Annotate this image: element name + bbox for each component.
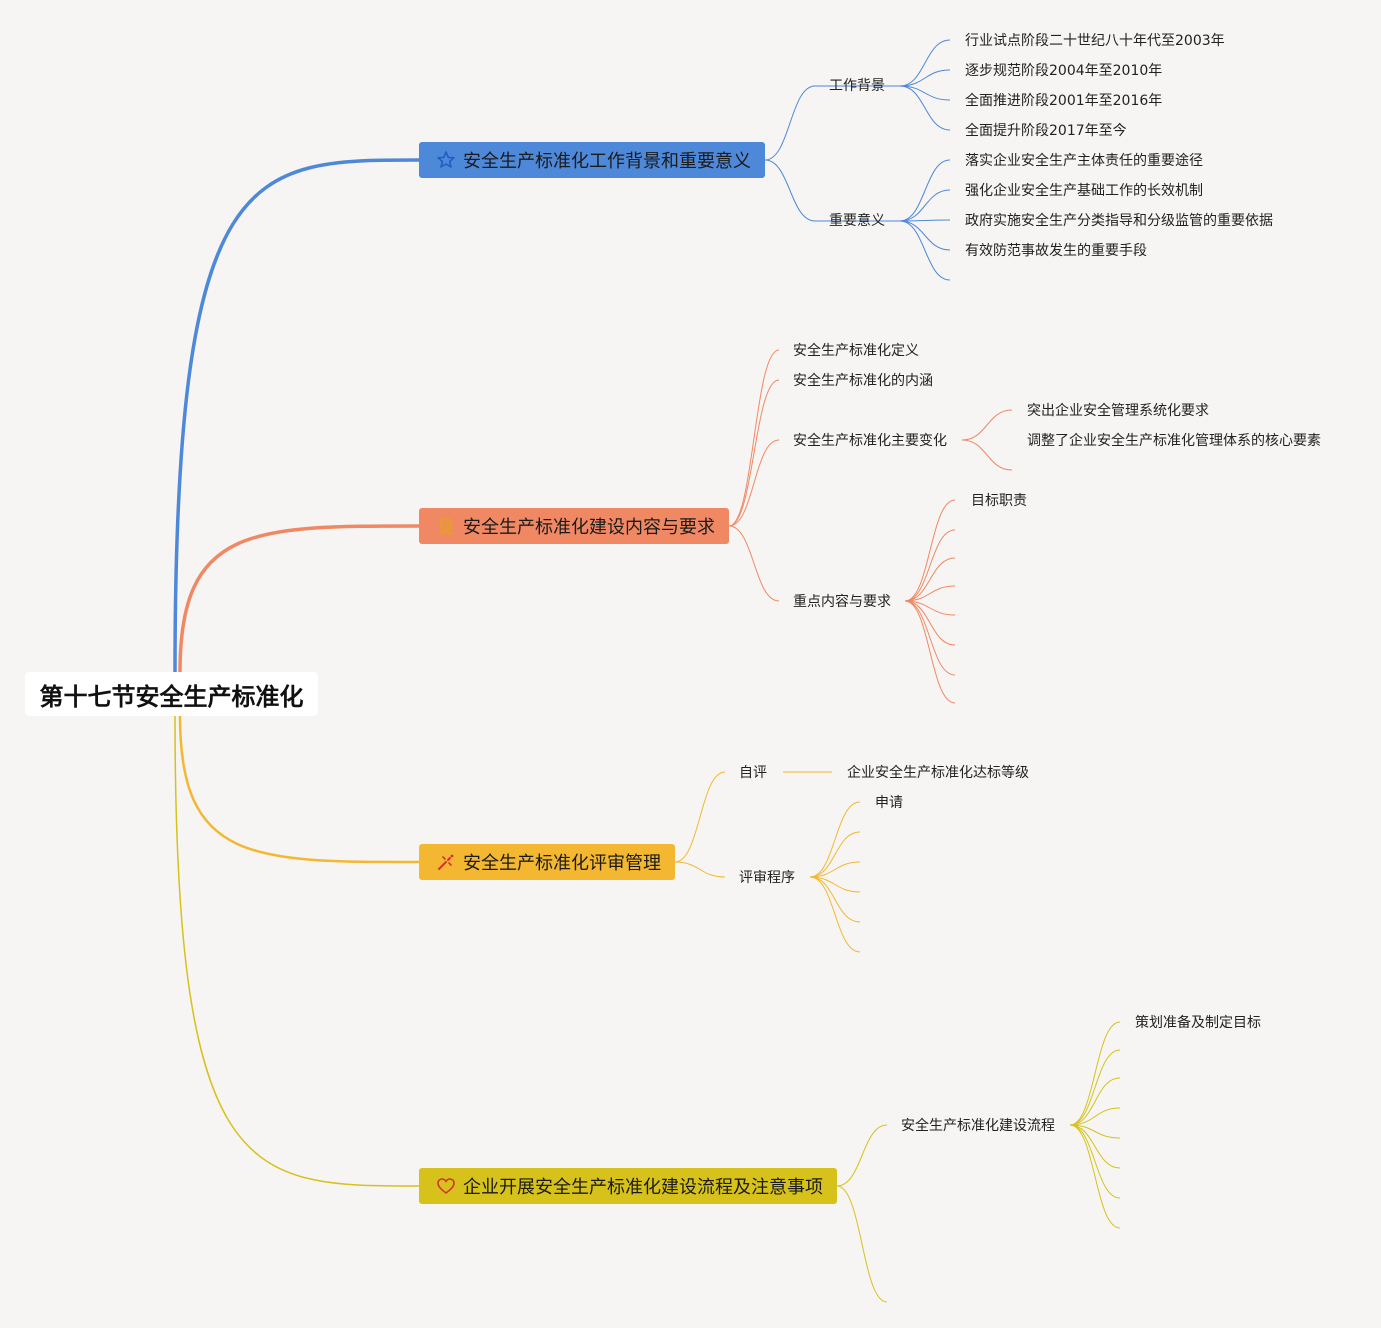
branch-label: 企业开展安全生产标准化建设流程及注意事项 xyxy=(463,1177,823,1198)
root-connector-line xyxy=(178,715,420,864)
topic-definition[interactable]: 安全生产标准化定义 xyxy=(793,343,919,359)
topic-key-requirements[interactable]: 重点内容与要求 xyxy=(793,594,891,610)
connector-line xyxy=(728,349,780,527)
connector-line xyxy=(1069,1124,1121,1199)
connector-line xyxy=(899,69,951,87)
heart-icon xyxy=(435,1175,457,1197)
connector-line xyxy=(1069,1107,1121,1126)
root-connector-line xyxy=(173,158,420,673)
leaf-topic[interactable]: 行业试点阶段二十世纪八十年代至2003年 xyxy=(965,33,1225,49)
connector-line xyxy=(728,525,780,602)
topic-review-procedure[interactable]: 评审程序 xyxy=(739,870,795,886)
topic-self-evaluation[interactable]: 自评 xyxy=(739,765,767,781)
connector-line xyxy=(904,600,956,676)
tools-icon xyxy=(435,851,457,873)
connector-line xyxy=(899,219,951,222)
root-connector-line xyxy=(174,715,420,1187)
connector-line xyxy=(809,831,861,878)
connector-line xyxy=(904,600,956,646)
connector-line xyxy=(674,771,726,863)
connector-line xyxy=(899,220,951,251)
connector-line xyxy=(904,600,956,704)
connector-line xyxy=(899,85,951,131)
connector-line xyxy=(1069,1124,1121,1169)
branch-label: 安全生产标准化工作背景和重要意义 xyxy=(463,151,751,172)
connector-line xyxy=(904,529,956,602)
connector-line xyxy=(728,379,780,527)
connector-line xyxy=(728,439,780,527)
topic-construction-process[interactable]: 安全生产标准化建设流程 xyxy=(901,1118,1055,1134)
leaf-topic[interactable]: 策划准备及制定目标 xyxy=(1135,1015,1261,1031)
topic-main-changes[interactable]: 安全生产标准化主要变化 xyxy=(793,433,947,449)
leaf-topic[interactable]: 突出企业安全管理系统化要求 xyxy=(1027,403,1209,419)
connector-line xyxy=(899,39,951,87)
connector-line xyxy=(1069,1021,1121,1126)
leaf-topic[interactable]: 全面推进阶段2001年至2016年 xyxy=(965,93,1163,109)
star-icon xyxy=(435,149,457,171)
branch-review-management[interactable]: 安全生产标准化评审管理 xyxy=(419,844,675,880)
award-icon xyxy=(435,515,457,537)
connector-line xyxy=(904,585,956,602)
connector-line xyxy=(836,1124,888,1187)
leaf-topic[interactable]: 落实企业安全生产主体责任的重要途径 xyxy=(965,153,1203,169)
leaf-topic[interactable]: 强化企业安全生产基础工作的长效机制 xyxy=(965,183,1203,199)
connector-line xyxy=(809,876,861,893)
connector-line xyxy=(899,85,951,101)
leaf-topic[interactable]: 政府实施安全生产分类指导和分级监管的重要依据 xyxy=(965,213,1273,229)
branch-background-significance[interactable]: 安全生产标准化工作背景和重要意义 xyxy=(419,142,765,178)
branch-process-notes[interactable]: 企业开展安全生产标准化建设流程及注意事项 xyxy=(419,1168,837,1204)
connector-line xyxy=(899,159,951,222)
topic-significance[interactable]: 重要意义 xyxy=(829,213,885,229)
connector-line xyxy=(904,499,956,602)
connector-line xyxy=(961,409,1013,441)
leaf-topic[interactable]: 申请 xyxy=(875,795,903,811)
connector-line xyxy=(836,1185,888,1303)
branch-label: 安全生产标准化建设内容与要求 xyxy=(463,517,715,538)
connector-line xyxy=(899,220,951,281)
leaf-topic[interactable]: 调整了企业安全生产标准化管理体系的核心要素 xyxy=(1027,433,1321,449)
connector-line xyxy=(764,85,816,161)
connector-line xyxy=(1069,1077,1121,1126)
connector-line xyxy=(809,861,861,878)
topic-work-background[interactable]: 工作背景 xyxy=(829,78,885,94)
connector-line xyxy=(899,189,951,222)
connector-line xyxy=(1069,1049,1121,1126)
connector-line xyxy=(809,801,861,878)
branch-label: 安全生产标准化评审管理 xyxy=(463,853,661,874)
connector-line xyxy=(961,439,1013,471)
leaf-topic[interactable]: 全面提升阶段2017年至今 xyxy=(965,123,1127,139)
topic-connotation[interactable]: 安全生产标准化的内涵 xyxy=(793,373,933,389)
leaf-topic[interactable]: 目标职责 xyxy=(971,493,1027,509)
root-connector-line xyxy=(178,524,420,673)
connector-line xyxy=(1069,1124,1121,1229)
connector-line xyxy=(809,876,861,953)
connector-line xyxy=(764,159,816,222)
branch-content-requirements[interactable]: 安全生产标准化建设内容与要求 xyxy=(419,508,729,544)
connector-line xyxy=(904,557,956,602)
leaf-topic[interactable]: 有效防范事故发生的重要手段 xyxy=(965,243,1147,259)
root-topic[interactable]: 第十七节安全生产标准化 xyxy=(25,672,318,716)
leaf-topic[interactable]: 企业安全生产标准化达标等级 xyxy=(847,765,1029,781)
leaf-topic[interactable]: 逐步规范阶段2004年至2010年 xyxy=(965,63,1163,79)
connector-line xyxy=(674,861,726,878)
connector-line xyxy=(809,876,861,923)
